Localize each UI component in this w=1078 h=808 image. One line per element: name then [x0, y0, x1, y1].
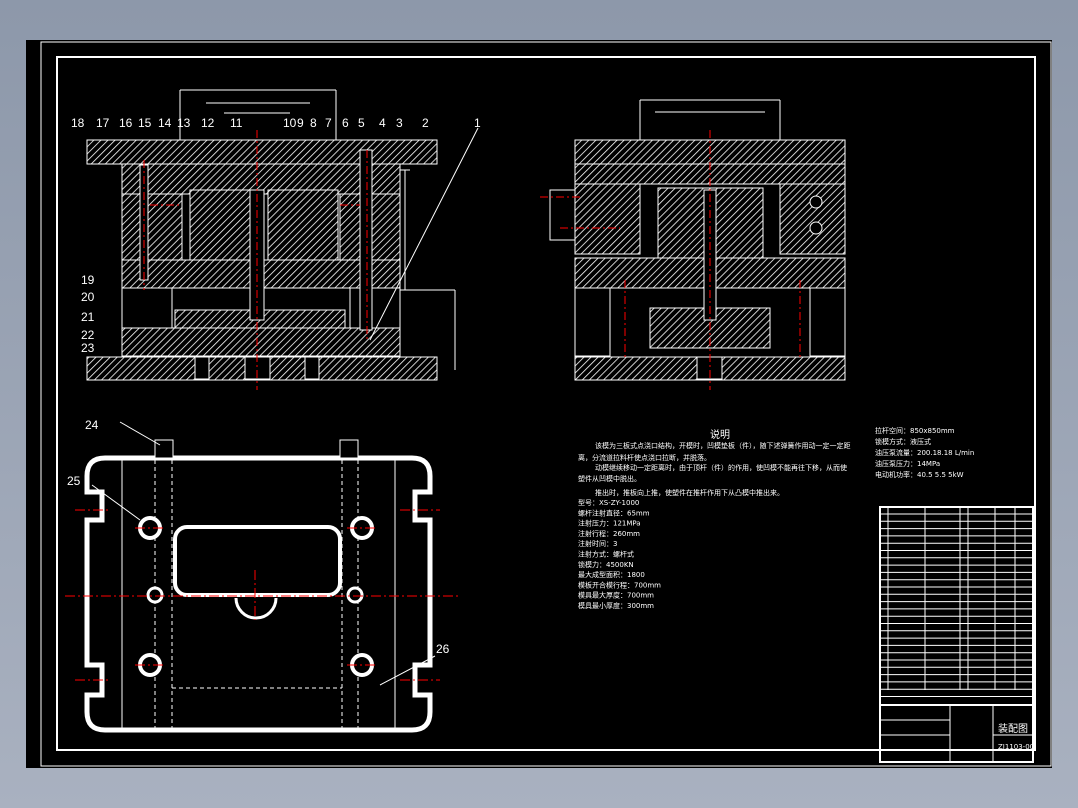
note-line: 动模继续移动一定距离时，由于顶杆（件）的作用，使凹模不能再往下移，从而使	[595, 463, 847, 472]
part-label-10: 10	[283, 116, 297, 130]
part-label-26: 26	[436, 642, 450, 656]
part-label-22: 22	[81, 328, 95, 342]
machine-spec-right: 油压泵压力：14MPa	[875, 459, 940, 468]
part-label-3: 3	[396, 116, 403, 130]
machine-spec: 注射方式：螺杆式	[578, 550, 634, 559]
plan-centerlines	[65, 509, 460, 681]
machine-spec: 最大成型面积：1800	[578, 570, 645, 579]
part-label-17: 17	[96, 116, 110, 130]
machine-spec: 注射压力：121MPa	[578, 519, 641, 528]
outer-border	[40, 41, 1052, 767]
inner-border	[56, 56, 1036, 751]
part-number-labels: 1234567891011121314151617181920212223242…	[67, 116, 481, 656]
part-label-9: 9	[297, 116, 304, 130]
part-label-15: 15	[138, 116, 152, 130]
machine-spec: 型号：XS-ZY-1000	[578, 498, 639, 507]
part-label-14: 14	[158, 116, 172, 130]
machine-spec-right: 电动机功率：40.5 5.5 5kW	[875, 470, 964, 479]
machine-spec: 注射时间：3	[578, 539, 617, 548]
drawing-number: ZJ1103-00	[998, 743, 1034, 751]
note-line: 该模为三板式点浇口结构，开模时，凹模垫板（件），随下述弹簧作用动一定一定距	[595, 441, 851, 450]
note-line: 推出时，推板向上推，使塑件在推杆作用下从凸模中推出来。	[595, 488, 784, 497]
part-label-8: 8	[310, 116, 317, 130]
part-label-2: 2	[422, 116, 429, 130]
machine-spec: 螺杆注射直径：65mm	[578, 508, 650, 517]
part-label-23: 23	[81, 341, 95, 355]
machine-spec: 模具最大厚度：700mm	[578, 591, 654, 600]
machine-spec-right: 拉杆空间：850x850mm	[875, 426, 955, 435]
part-label-1: 1	[474, 116, 481, 130]
side-centerlines	[540, 130, 801, 390]
part-label-21: 21	[81, 310, 95, 324]
machine-spec-right: 油压泵流量：200.18.18 L/min	[875, 448, 974, 457]
part-label-19: 19	[81, 273, 95, 287]
part-label-7: 7	[325, 116, 332, 130]
machine-spec: 锁模力：4500KN	[578, 560, 634, 569]
parts-list-and-title-block: 装配图 ZJ1103-00	[879, 506, 1034, 763]
plan-view	[84, 421, 436, 733]
part-label-11: 11	[230, 116, 243, 130]
assembly-drawing: 1234567891011121314151617181920212223242…	[40, 41, 1052, 767]
part-label-16: 16	[119, 116, 133, 130]
note-line: 塑件从凹模中脱出。	[578, 474, 641, 483]
machine-spec: 模具最小厚度：300mm	[578, 601, 654, 610]
part-label-20: 20	[81, 290, 95, 304]
note-line: 离，分流道拉料杆使点浇口拉断，并脱落。	[578, 453, 711, 462]
part-label-4: 4	[379, 116, 386, 130]
machine-spec-right: 锁模方式：液压式	[875, 437, 931, 446]
part-label-24: 24	[85, 418, 99, 432]
part-label-5: 5	[358, 116, 365, 130]
technical-notes: 说明 该模为三板式点浇口结构，开模时，凹模垫板（件），随下述弹簧作用动一定一定距…	[578, 426, 974, 610]
side-section-view	[549, 99, 846, 381]
machine-spec: 注射行程：260mm	[578, 529, 640, 538]
drawing-name: 装配图	[998, 722, 1028, 735]
front-section-view	[86, 89, 479, 381]
part-label-6: 6	[342, 116, 349, 130]
part-label-18: 18	[71, 116, 85, 130]
machine-spec: 模板开合模行程：700mm	[578, 580, 661, 589]
front-centerlines	[143, 130, 368, 390]
part-label-25: 25	[67, 474, 81, 488]
part-label-12: 12	[201, 116, 215, 130]
notes-title: 说明	[710, 428, 730, 441]
part-label-13: 13	[177, 116, 191, 130]
